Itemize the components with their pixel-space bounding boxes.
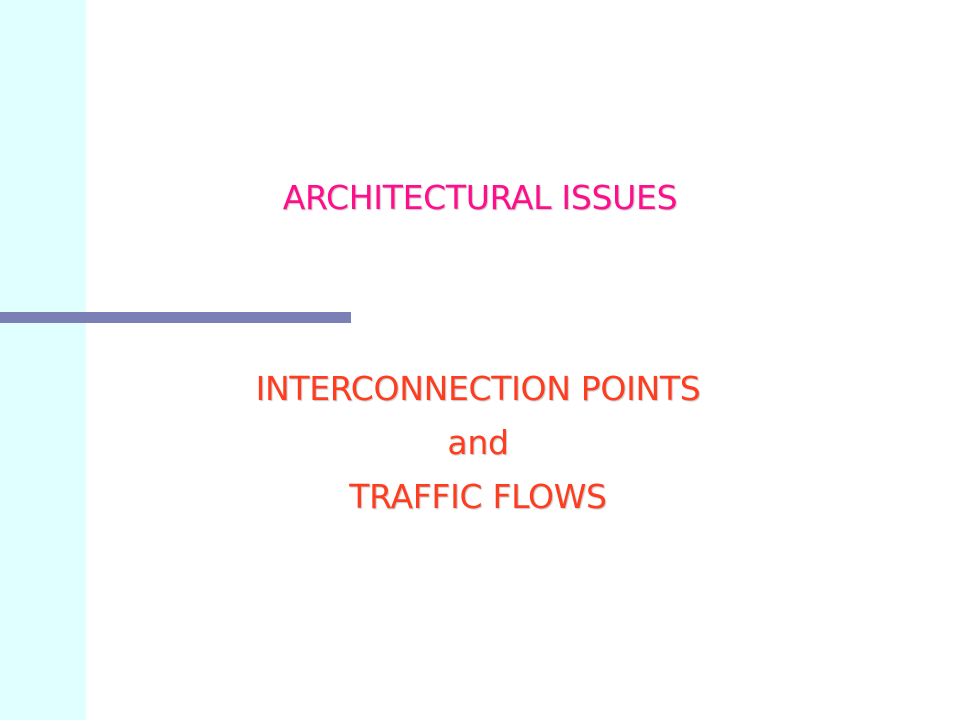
subtitle-line-2: and (0, 416, 960, 470)
subtitle-line-2-text: and (447, 423, 509, 462)
left-accent-band (0, 0, 86, 720)
slide-title: ARCHITECTURAL ISSUES (0, 176, 960, 220)
horizontal-divider (0, 312, 351, 323)
slide-subtitle: INTERCONNECTION POINTS and TRAFFIC FLOWS (0, 362, 960, 524)
subtitle-line-1-text: INTERCONNECTION POINTS (255, 369, 701, 408)
slide-title-text: ARCHITECTURAL ISSUES (282, 178, 678, 217)
subtitle-line-1: INTERCONNECTION POINTS (0, 362, 960, 416)
subtitle-line-3-text: TRAFFIC FLOWS (349, 477, 607, 516)
subtitle-line-3: TRAFFIC FLOWS (0, 470, 960, 524)
